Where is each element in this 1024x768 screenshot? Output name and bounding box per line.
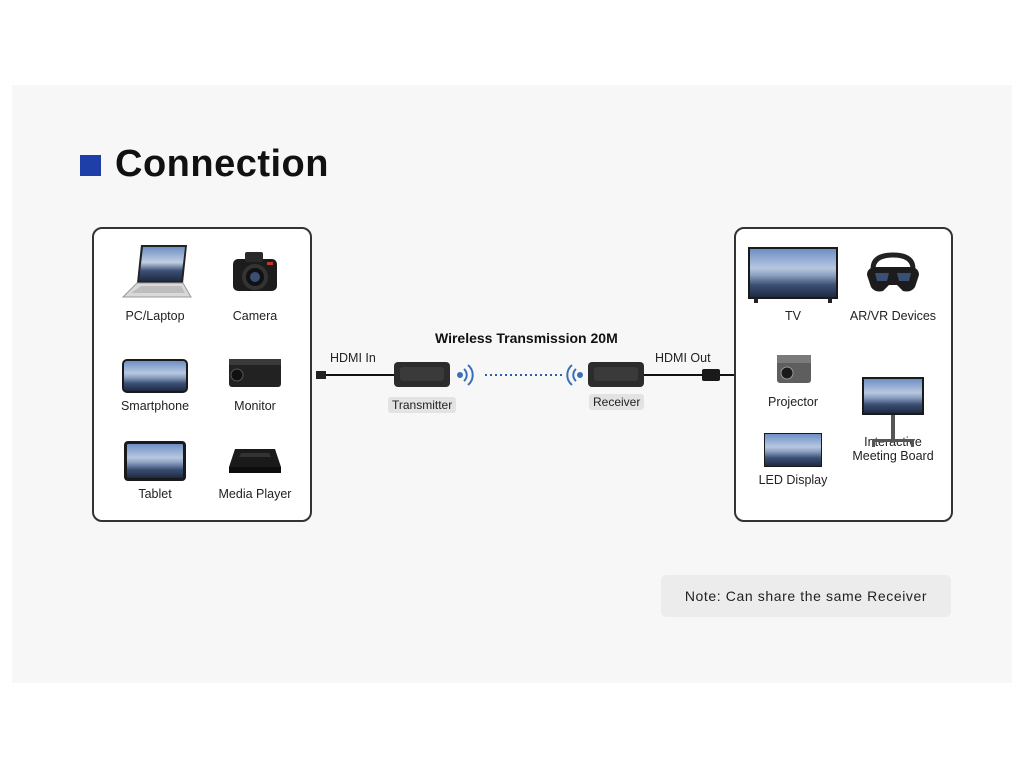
meeting-board-icon <box>862 377 924 447</box>
device-tablet: Tablet <box>100 441 210 501</box>
meeting-board-label-line1: Interactive <box>864 435 922 449</box>
transmission-link <box>316 362 734 387</box>
security-camera-icon <box>229 359 281 387</box>
led-display-icon <box>764 433 822 467</box>
device-projector: Projector <box>738 349 848 409</box>
camera-icon <box>233 252 277 291</box>
device-ar-vr: AR/VR Devices <box>838 247 948 323</box>
hdmi-out-label: HDMI Out <box>655 351 711 365</box>
tv-icon <box>748 247 838 303</box>
vr-headset-icon <box>867 252 919 292</box>
meeting-board-label-line2: Meeting Board <box>852 449 934 463</box>
device-pc-laptop: PC/Laptop <box>100 243 210 323</box>
projector-icon <box>777 355 811 383</box>
tablet-icon <box>124 441 186 481</box>
source-devices-box: PC/Laptop Camera Smartphone Monitor Tabl… <box>92 227 312 522</box>
media-player-icon <box>229 449 281 473</box>
note-box: Note: Can share the same Receiver <box>661 575 951 617</box>
receiver-label: Receiver <box>589 394 645 410</box>
wifi-signal-icon <box>457 364 474 386</box>
device-monitor: Monitor <box>200 353 310 413</box>
wifi-signal-icon <box>566 364 583 386</box>
page-title: Connection <box>115 143 329 185</box>
device-led-display: LED Display <box>738 433 848 487</box>
laptop-icon <box>121 245 192 298</box>
hdmi-in-label: HDMI In <box>330 351 376 365</box>
title-square-icon <box>80 155 101 176</box>
device-meeting-board: Interactive Meeting Board <box>838 377 948 463</box>
wireless-label: Wireless Transmission 20M <box>435 330 618 346</box>
device-tv: TV <box>738 247 848 323</box>
transmitter-label: Transmitter <box>388 397 457 413</box>
device-camera: Camera <box>200 243 310 323</box>
display-devices-box: TV AR/VR Devices Projector LED Display <box>734 227 953 522</box>
device-media-player: Media Player <box>200 441 310 501</box>
smartphone-icon <box>122 359 188 393</box>
device-smartphone: Smartphone <box>100 353 210 413</box>
